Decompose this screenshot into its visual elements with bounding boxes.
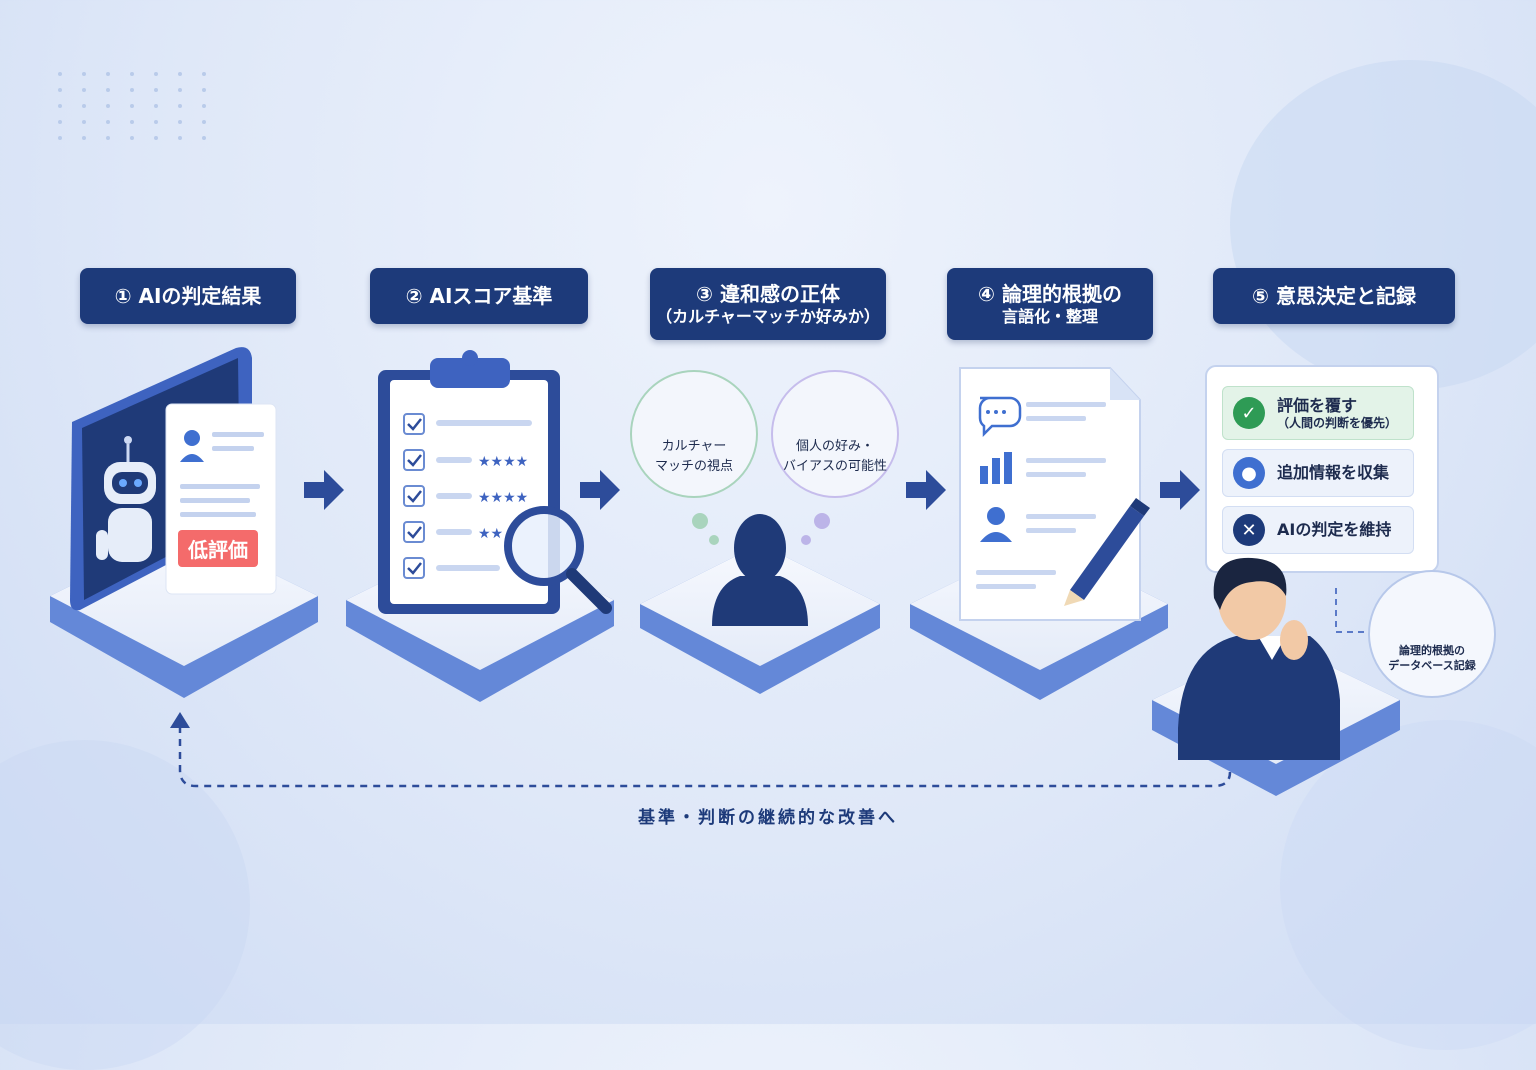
thought-dot xyxy=(801,535,811,545)
step-1-label: ① AIの判定結果 xyxy=(80,268,296,324)
personal-bias-line1: 個人の好み・ xyxy=(796,437,874,457)
database-line1: 論理的根拠の xyxy=(1399,644,1465,659)
database-record-badge: 論理的根拠の データベース記録 xyxy=(1368,570,1496,698)
feedback-caption: 基準・判断の継続的な改善へ xyxy=(0,803,1536,828)
database-line2: データベース記録 xyxy=(1388,659,1475,674)
step-4-title: ④ 論理的根拠の xyxy=(978,281,1122,307)
document-illustration xyxy=(960,368,1140,620)
step-2-title: ② AIスコア基準 xyxy=(406,283,553,309)
step-4-subtitle: 言語化・整理 xyxy=(1002,307,1098,328)
step-3-subtitle: （カルチャーマッチか好みか） xyxy=(656,307,880,328)
culture-match-line1: カルチャー xyxy=(662,437,727,457)
step-5-title: ⑤ 意思決定と記録 xyxy=(1252,283,1416,309)
x-icon: ✕ xyxy=(1233,514,1265,546)
option-override-note: （人間の判断を優先） xyxy=(1277,416,1397,431)
option-keep-label: AIの判定を維持 xyxy=(1277,520,1391,540)
step-1-title: ① AIの判定結果 xyxy=(115,283,262,309)
businessman-illustration xyxy=(1178,558,1340,760)
step-3-title: ③ 違和感の正体 xyxy=(696,281,840,307)
option-override-evaluation[interactable]: ✓ 評価を覆す （人間の判断を優先） xyxy=(1222,386,1414,440)
personal-bias-bubble: 個人の好み・ バイアスの可能性 xyxy=(771,370,899,498)
option-keep-ai-decision[interactable]: ✕ AIの判定を維持 xyxy=(1222,506,1414,554)
step-2-label: ② AIスコア基準 xyxy=(370,268,588,324)
user-icon: ● xyxy=(1233,457,1265,489)
svg-text:★★: ★★ xyxy=(478,526,503,542)
culture-match-line2: マッチの視点 xyxy=(655,457,733,477)
thought-dot xyxy=(692,513,708,529)
culture-match-bubble: カルチャー マッチの視点 xyxy=(630,370,758,498)
database-connector xyxy=(1336,588,1368,632)
step-3-label: ③ 違和感の正体 （カルチャーマッチか好みか） xyxy=(650,268,886,340)
option-collect-info[interactable]: ● 追加情報を収集 xyxy=(1222,449,1414,497)
feedback-loop-arrow xyxy=(170,712,1230,786)
svg-text:★★★★: ★★★★ xyxy=(478,490,528,506)
svg-text:★★★★: ★★★★ xyxy=(478,454,528,470)
option-override-label: 評価を覆す xyxy=(1277,396,1357,415)
thought-dot xyxy=(709,535,719,545)
thought-dot xyxy=(814,513,830,529)
low-rating-badge: 低評価 xyxy=(178,530,258,567)
step-4-label: ④ 論理的根拠の 言語化・整理 xyxy=(947,268,1153,340)
check-icon: ✓ xyxy=(1233,397,1265,429)
step-5-label: ⑤ 意思決定と記録 xyxy=(1213,268,1455,324)
option-collect-label: 追加情報を収集 xyxy=(1277,463,1389,483)
personal-bias-line2: バイアスの可能性 xyxy=(783,457,887,477)
